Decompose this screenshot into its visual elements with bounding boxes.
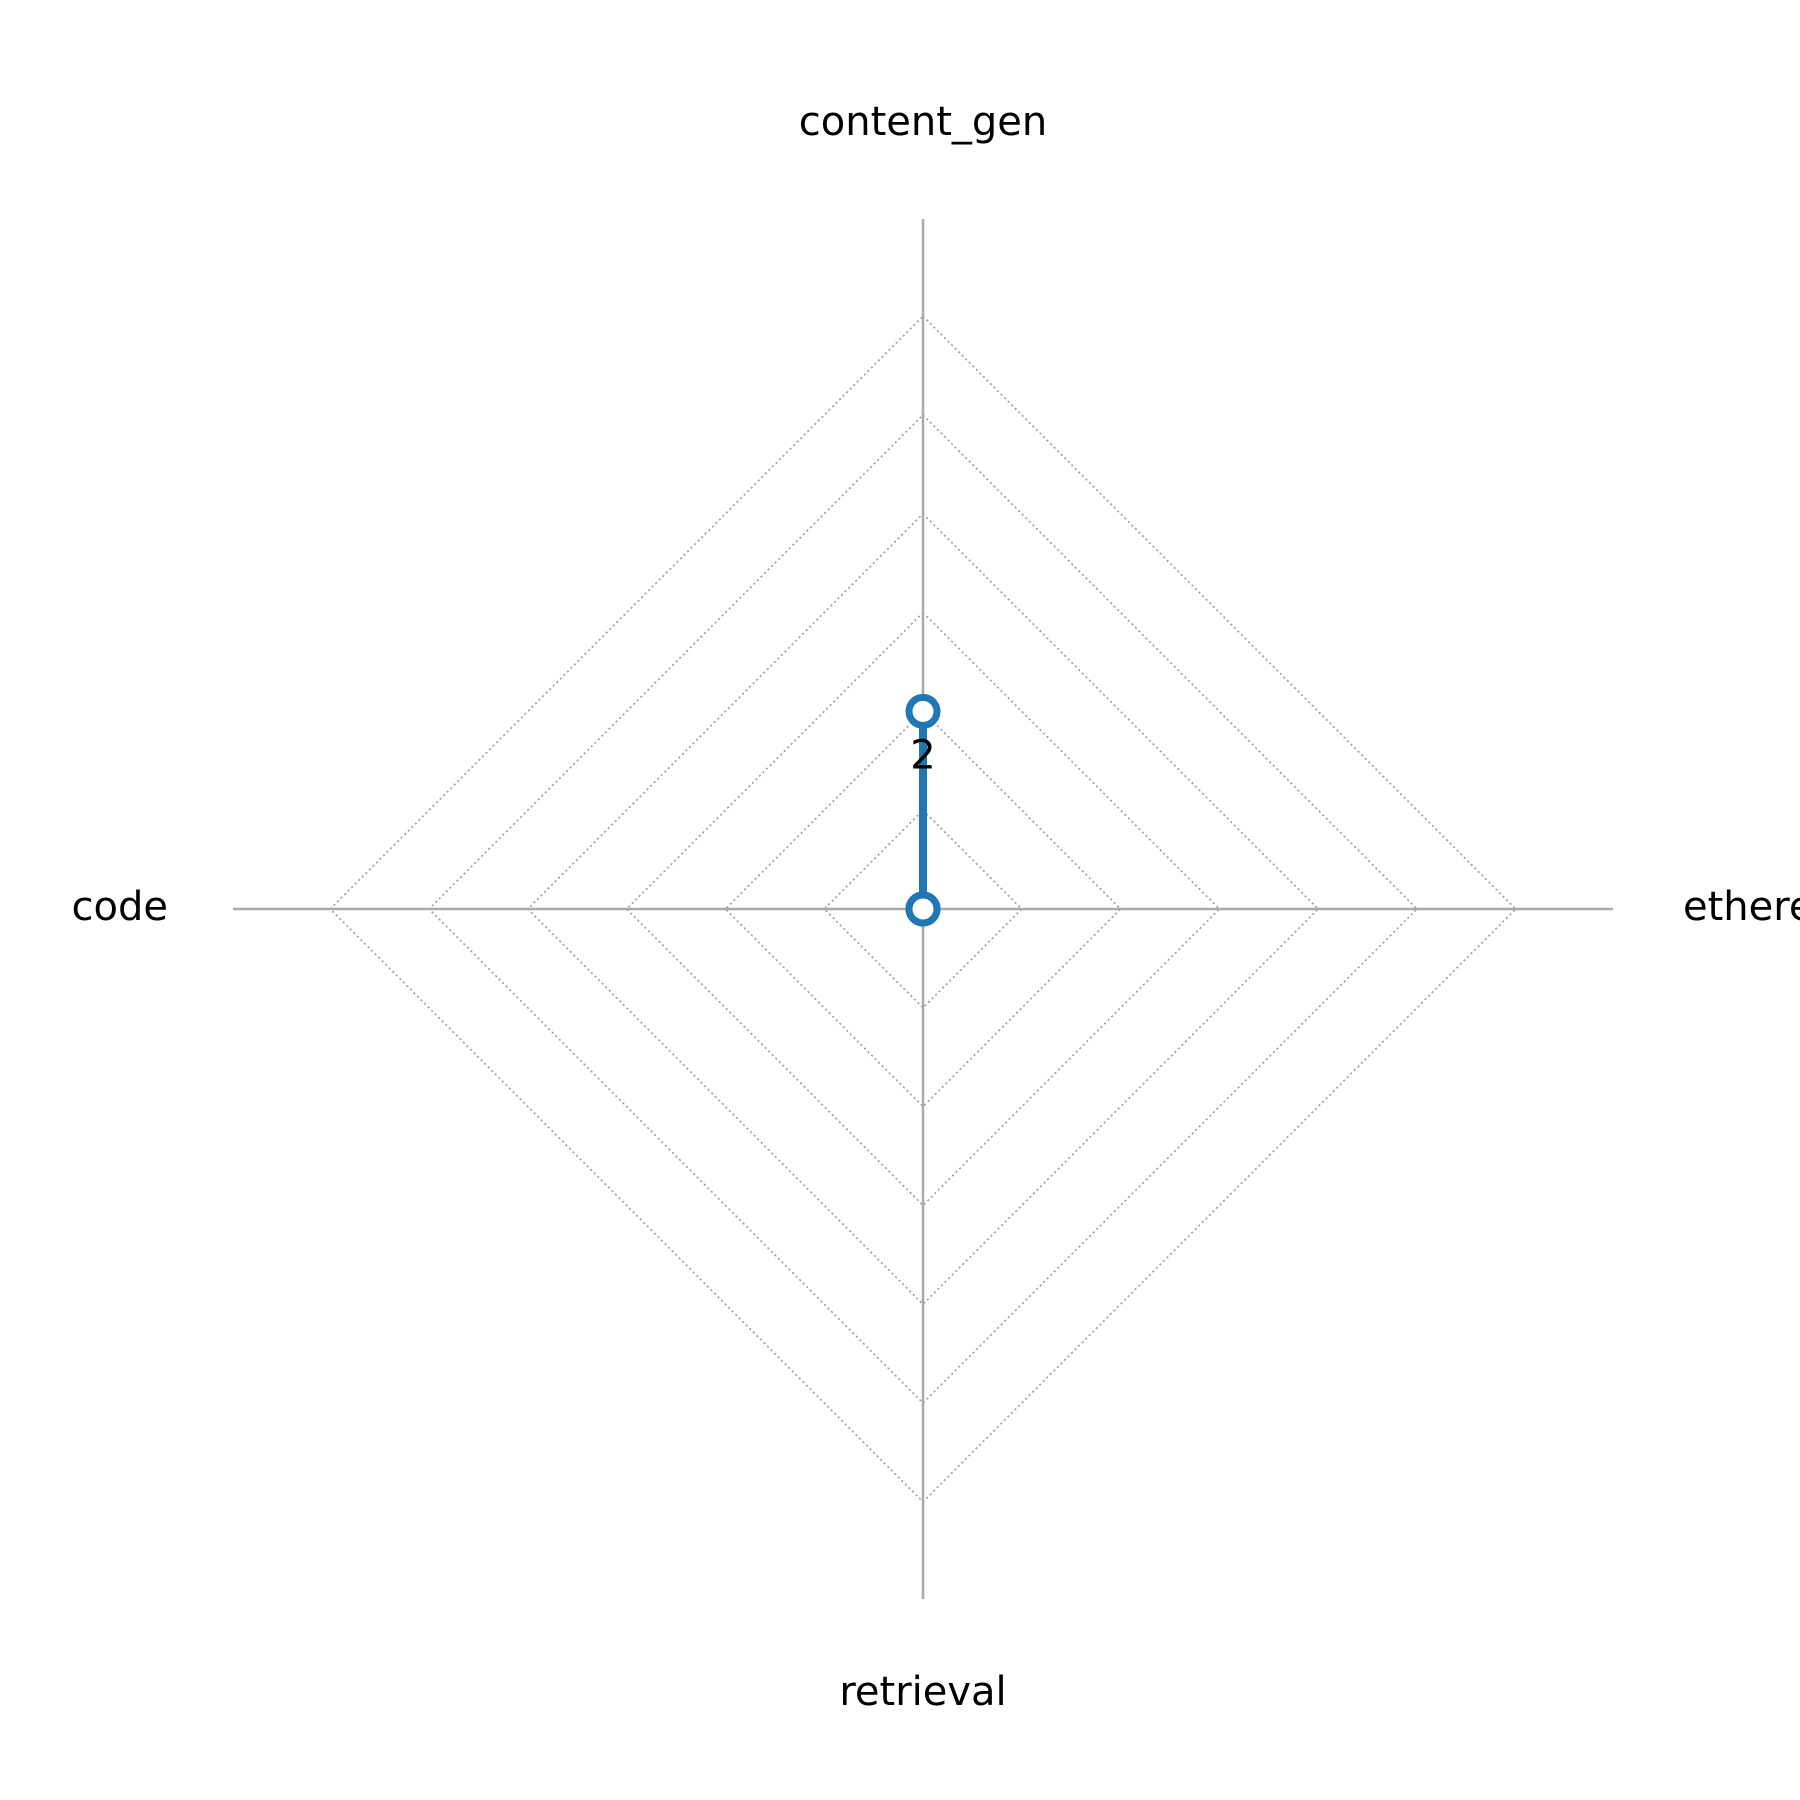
grid-ring <box>724 710 1122 1108</box>
axis-label-retrieval: retrieval <box>839 1669 1006 1715</box>
label-layer: content_gen ethereum retrieval code 2 <box>72 99 1800 1715</box>
data-point-content_gen <box>905 693 941 729</box>
axis-label-content_gen: content_gen <box>799 99 1048 145</box>
grid-ring <box>427 413 1419 1405</box>
axis-label-code: code <box>72 884 168 930</box>
data-point-code <box>905 891 941 927</box>
data-label-content_gen: 2 <box>910 732 935 778</box>
grid-ring <box>823 809 1023 1009</box>
axis-label-ethereum: ethereum <box>1683 884 1800 930</box>
series-layer <box>905 693 941 927</box>
